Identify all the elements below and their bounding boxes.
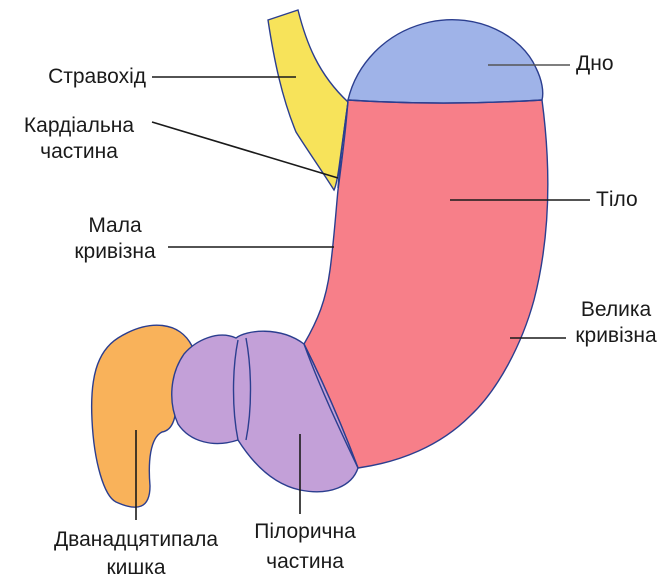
label-duodenum-line2: кишка [36,556,236,580]
esophagus-region [268,10,348,190]
label-cardia-line2: частина [4,140,154,164]
label-lesser-curvature-line2: кривізна [60,240,170,264]
label-esophagus: Стравохід [26,65,146,89]
label-pyloric-line2: частина [240,550,370,574]
label-body: Тіло [596,188,656,212]
label-pyloric-line1: Пілорична [240,520,370,544]
label-greater-curvature-line2: кривізна [566,324,666,348]
label-lesser-curvature-line1: Мала [60,214,170,238]
label-cardia-line1: Кардіальна [4,114,154,138]
label-greater-curvature-line1: Велика [566,298,666,322]
label-duodenum-line1: Дванадцятипала [36,528,236,552]
label-fundus: Дно [576,52,636,76]
fundus-region [348,20,543,103]
